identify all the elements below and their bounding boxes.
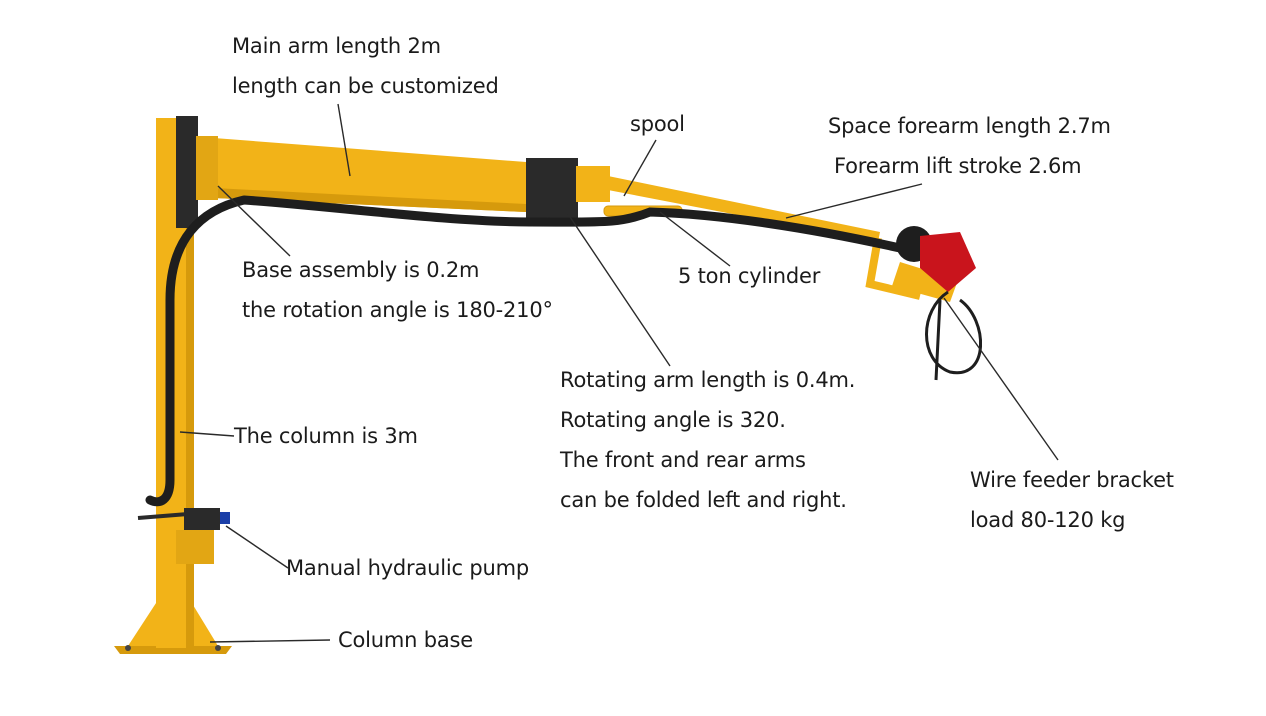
label-forearm-line2: Forearm lift stroke 2.6m <box>834 154 1082 178</box>
pump-handle <box>137 512 189 520</box>
label-base-assembly-line2: the rotation angle is 180-210° <box>242 298 553 322</box>
base-assembly <box>196 136 218 200</box>
forearm <box>608 176 880 242</box>
label-main-arm: Main arm length 2m length can be customi… <box>232 26 499 106</box>
label-column: The column is 3m <box>234 416 418 456</box>
feeder-platform <box>892 262 958 302</box>
leader-forearm <box>785 183 923 219</box>
label-cylinder-text: 5 ton cylinder <box>678 264 821 288</box>
label-rotating-arm-line2: Rotating angle is 320. <box>560 408 786 432</box>
label-rotating-arm-line3: The front and rear arms <box>560 448 806 472</box>
label-column-base: Column base <box>338 620 473 660</box>
label-column-base-text: Column base <box>338 628 473 652</box>
label-cylinder: 5 ton cylinder <box>678 256 820 296</box>
pump-bracket <box>176 530 214 564</box>
leader-base-assembly <box>217 185 291 257</box>
feeder-cable <box>925 290 982 381</box>
label-spool: spool <box>630 104 685 144</box>
label-wire-feeder-line1: Wire feeder bracket <box>970 468 1174 492</box>
spool-joint <box>526 158 578 218</box>
label-rotating-arm-line1: Rotating arm length is 0.4m. <box>560 368 856 392</box>
anchor-bolt <box>125 645 131 651</box>
column-shade <box>186 118 194 648</box>
leader-wire-feeder <box>943 297 1059 461</box>
pump-valve <box>220 512 230 524</box>
welding-hose <box>145 195 905 507</box>
leader-pump <box>225 525 289 569</box>
label-wire-feeder: Wire feeder bracket load 80-120 kg <box>970 460 1174 540</box>
anchor-bolt <box>215 645 221 651</box>
label-forearm-line1: Space forearm length 2.7m <box>828 114 1111 138</box>
label-column-text: The column is 3m <box>234 424 418 448</box>
label-main-arm-line1: Main arm length 2m <box>232 34 441 58</box>
column-top-flange <box>176 116 198 228</box>
leader-cylinder <box>659 211 731 267</box>
column-base-plate <box>114 646 232 654</box>
label-main-arm-line2: length can be customized <box>232 74 499 98</box>
hydraulic-pump <box>184 508 220 530</box>
label-base-assembly-line1: Base assembly is 0.2m <box>242 258 480 282</box>
label-rotating-arm-line4: can be folded left and right. <box>560 488 847 512</box>
forearm-end-bracket <box>865 237 921 300</box>
label-pump-text: Manual hydraulic pump <box>286 556 529 580</box>
leader-spool <box>623 139 657 197</box>
wire-feeder <box>920 232 976 292</box>
label-wire-feeder-line2: load 80-120 kg <box>970 508 1126 532</box>
leader-column-base <box>209 639 331 643</box>
label-pump: Manual hydraulic pump <box>286 548 529 588</box>
main-arm-shade <box>214 188 526 212</box>
label-rotating-arm: Rotating arm length is 0.4m. Rotating an… <box>560 360 855 520</box>
label-spool-text: spool <box>630 112 685 136</box>
leader-column <box>179 431 235 437</box>
label-forearm: Space forearm length 2.7m Forearm lift s… <box>828 106 1111 186</box>
rotating-arm <box>576 166 610 202</box>
leader-rotating-arm <box>567 213 671 367</box>
leader-main-arm <box>337 103 351 177</box>
label-base-assembly: Base assembly is 0.2m the rotation angle… <box>242 250 553 330</box>
